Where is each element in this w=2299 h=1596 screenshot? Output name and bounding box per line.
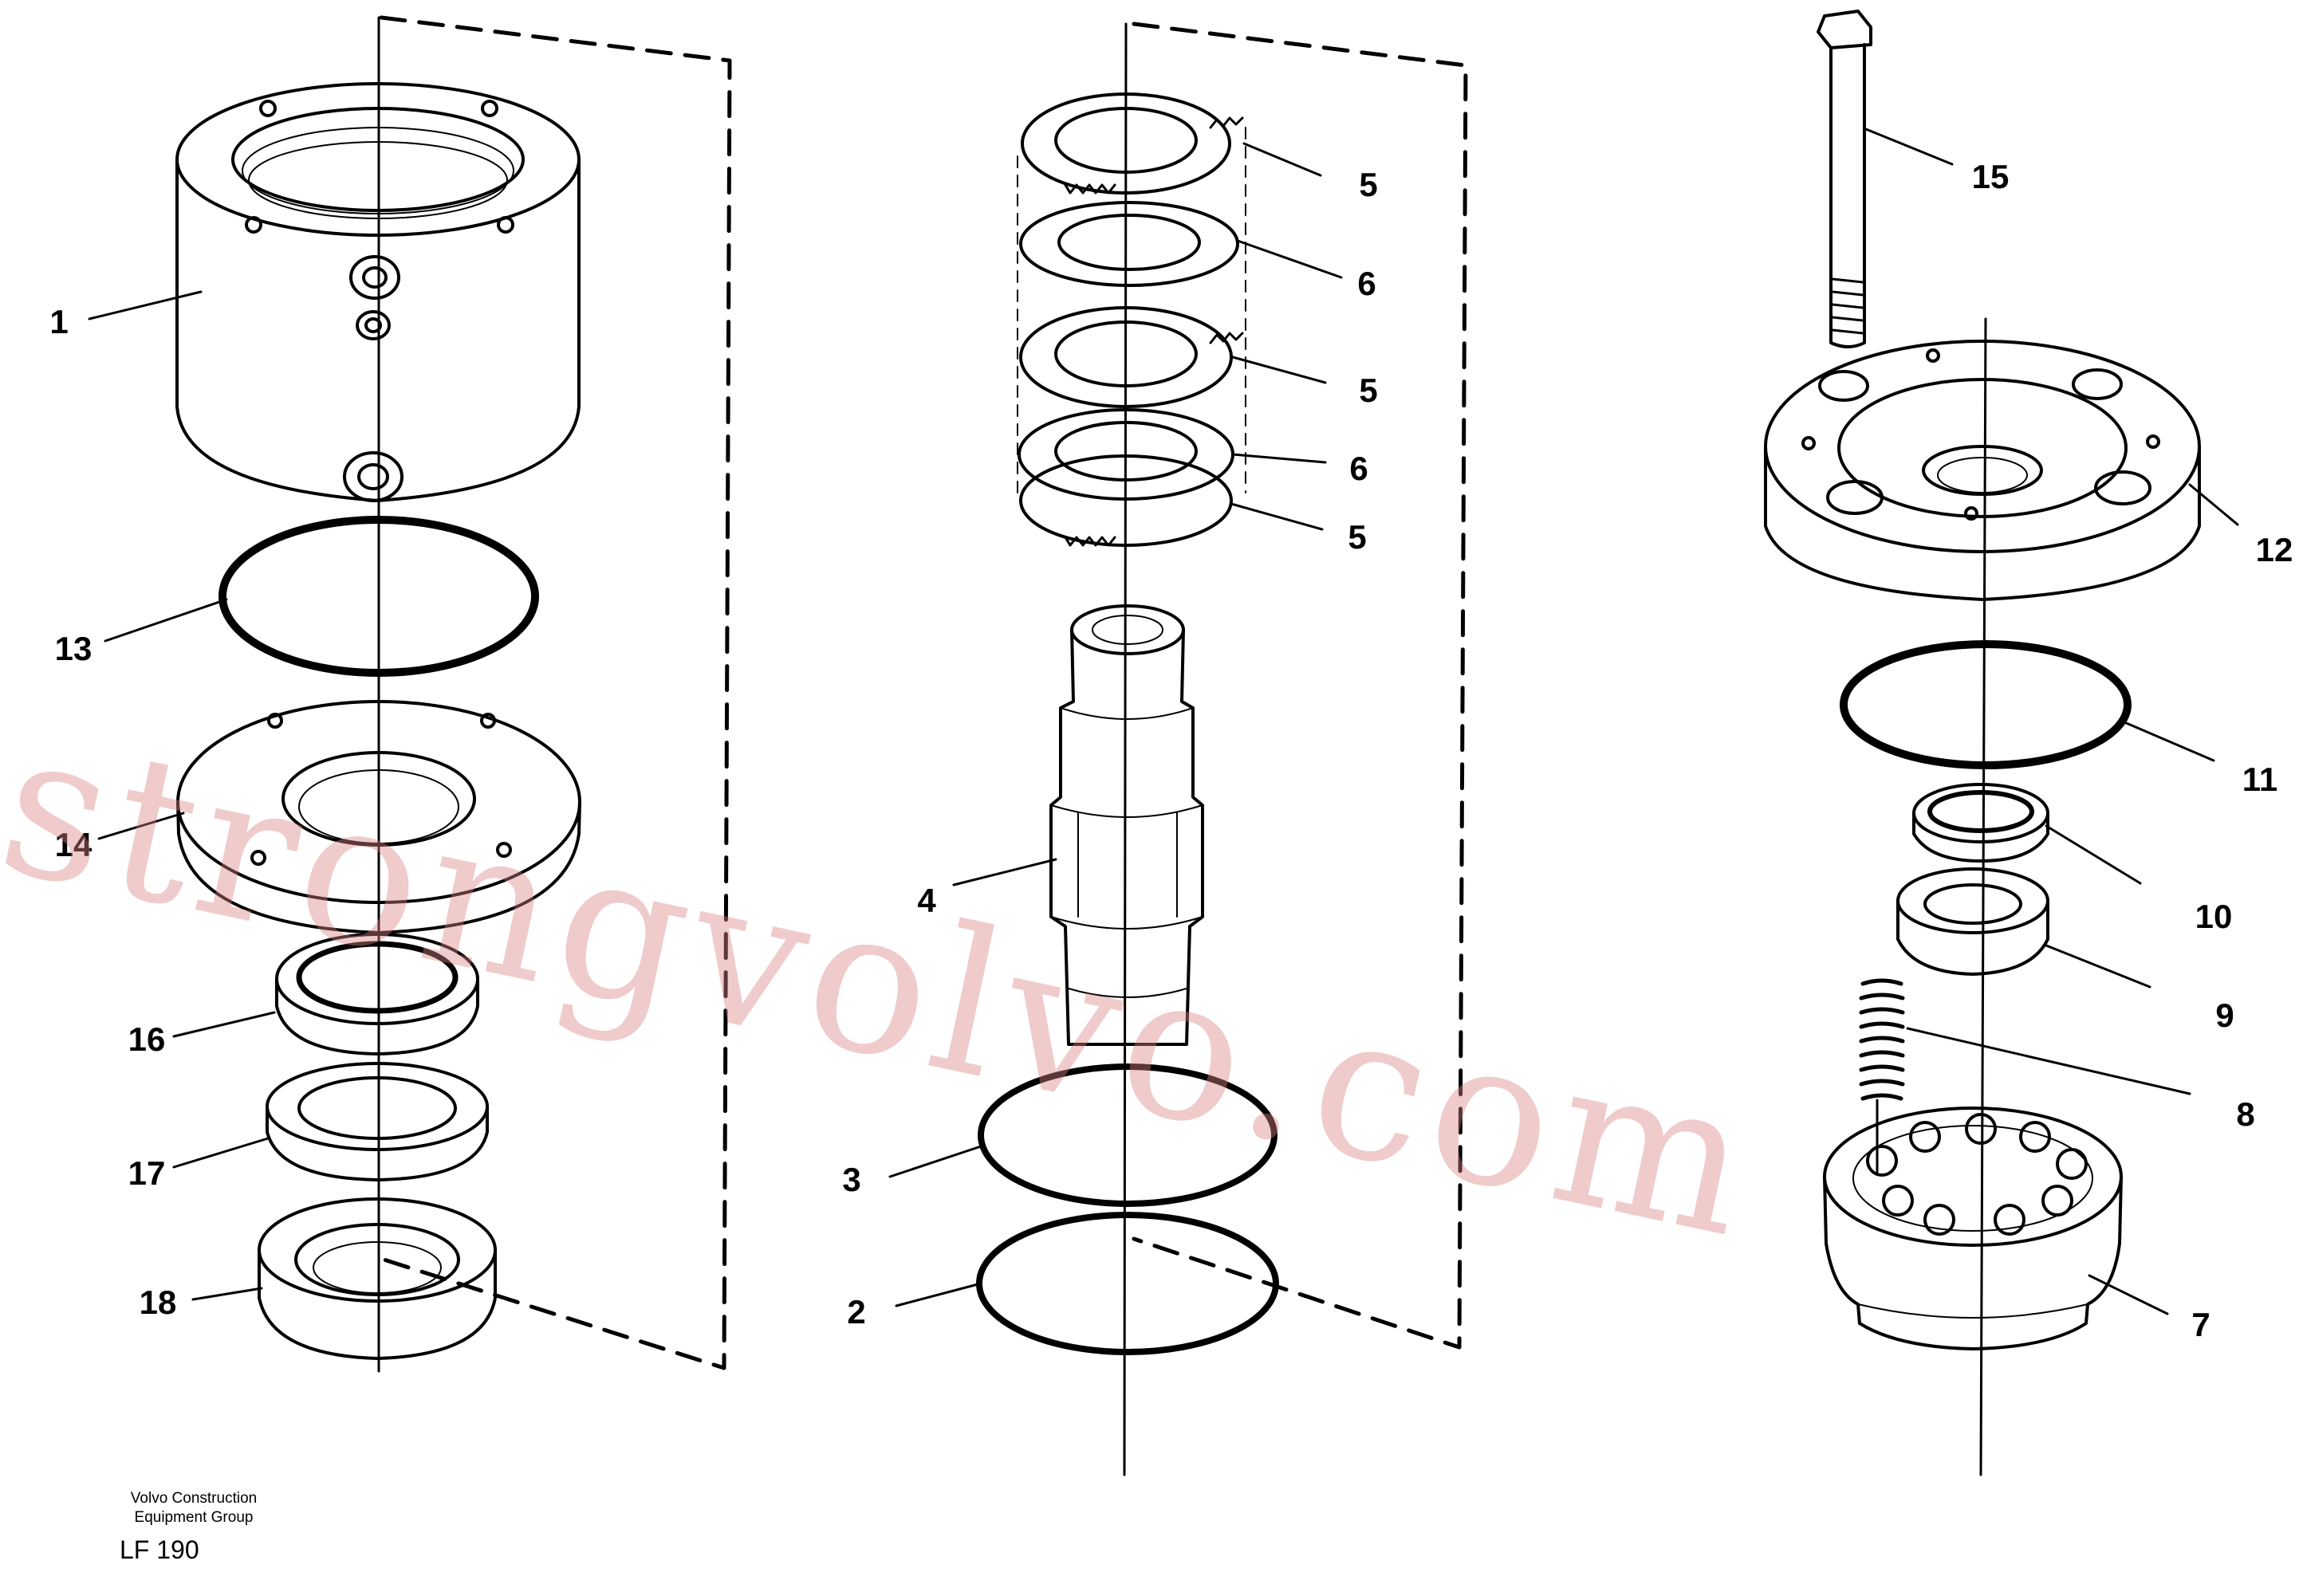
label-part-15: 15 bbox=[1972, 158, 2010, 195]
part-12-cover-ring bbox=[1764, 340, 2201, 601]
part-1-housing bbox=[175, 82, 581, 502]
label-part-5-bottom: 5 bbox=[1348, 518, 1366, 556]
part-9-bearing bbox=[1896, 867, 2049, 976]
label-part-7: 7 bbox=[2191, 1306, 2210, 1343]
footer-company-line2: Equipment Group bbox=[134, 1509, 254, 1526]
part-7-piston-block bbox=[1823, 1107, 2123, 1350]
label-part-3: 3 bbox=[842, 1161, 860, 1198]
axis-lines bbox=[377, 16, 1987, 1476]
label-part-5-top: 5 bbox=[1359, 166, 1377, 203]
part-2-o-ring bbox=[976, 1212, 1279, 1355]
part-8-spring bbox=[1859, 978, 1905, 1173]
label-part-17: 17 bbox=[128, 1154, 166, 1192]
part-15-bolt bbox=[1817, 10, 1872, 348]
label-part-2: 2 bbox=[847, 1293, 865, 1331]
part-17-bushing bbox=[266, 1062, 489, 1181]
part-10-seal bbox=[1912, 783, 2049, 863]
label-part-6-top: 6 bbox=[1357, 265, 1376, 302]
part-5-disc-bottom bbox=[1019, 454, 1233, 547]
part-4-shaft bbox=[1049, 604, 1204, 1046]
label-part-4: 4 bbox=[917, 882, 936, 919]
part-5-disc-middle bbox=[1019, 306, 1244, 408]
label-part-13: 13 bbox=[55, 630, 93, 667]
footer-company-line1: Volvo Construction bbox=[130, 1490, 258, 1507]
label-part-16: 16 bbox=[128, 1020, 166, 1058]
label-part-14: 14 bbox=[55, 826, 93, 863]
label-part-1: 1 bbox=[49, 303, 68, 340]
part-5-disc-top bbox=[1021, 92, 1244, 195]
part-18-bearing bbox=[258, 1197, 497, 1360]
label-part-18: 18 bbox=[140, 1283, 177, 1321]
label-part-8: 8 bbox=[2236, 1095, 2254, 1133]
leader-lines bbox=[88, 128, 2239, 1315]
footer-drawing-code: LF 190 bbox=[120, 1535, 199, 1564]
label-part-6-middle: 6 bbox=[1349, 450, 1368, 487]
part-labels: 1 2 3 4 5 5 5 6 6 7 8 9 10 11 12 13 14 1… bbox=[49, 158, 2293, 1343]
part-3-o-ring bbox=[978, 1063, 1277, 1207]
assembly-boundary-left bbox=[376, 15, 1468, 1370]
part-14-flange bbox=[176, 700, 581, 934]
part-11-o-ring bbox=[1840, 640, 2132, 769]
label-part-12: 12 bbox=[2256, 531, 2293, 568]
label-part-10: 10 bbox=[2195, 898, 2233, 935]
part-6-disc-top bbox=[1019, 201, 1239, 287]
part-16-seal-ring bbox=[275, 933, 479, 1055]
part-13-o-ring bbox=[218, 516, 539, 677]
label-part-9: 9 bbox=[2215, 997, 2234, 1034]
label-part-11: 11 bbox=[2242, 761, 2277, 798]
label-part-5-middle: 5 bbox=[1359, 371, 1377, 409]
footer-company: Volvo Construction Equipment Group bbox=[94, 1489, 293, 1527]
